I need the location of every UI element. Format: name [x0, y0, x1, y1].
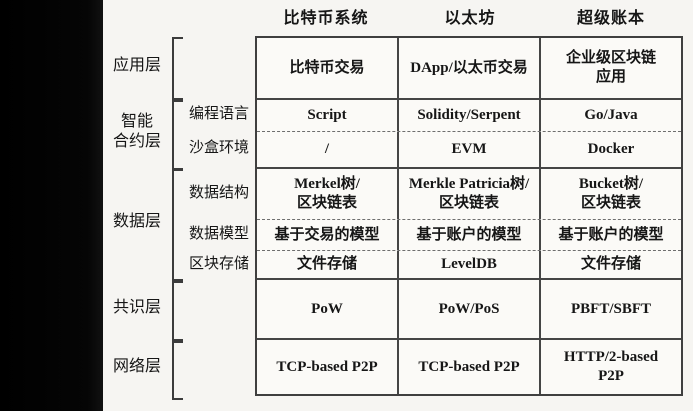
column-title-ethereum: 以太坊 [444, 10, 496, 27]
table-row: PoW PoW/PoS PBFT/SBFT [257, 280, 681, 340]
cell-consensus-bitcoin: PoW [257, 280, 399, 338]
bracket-data-layer [172, 169, 183, 281]
cell-network-hyperledger: HTTP/2-based P2P [563, 349, 659, 384]
layer-label-data: 数据层 [112, 213, 161, 230]
column-title-bitcoin: 比特币系统 [283, 10, 369, 27]
table-row: 基于交易的模型 基于账户的模型 基于账户的模型 [257, 220, 681, 251]
cell-sandbox-ethereum: EVM [399, 132, 541, 167]
cell-model-bitcoin: 基于交易的模型 [257, 220, 399, 250]
cell-model-ethereum: 基于账户的模型 [399, 220, 541, 250]
layer-label-consensus: 共识层 [112, 299, 161, 316]
cell-network-bitcoin: TCP-based P2P [257, 340, 399, 394]
bracket-smart-contract-layer [172, 100, 183, 170]
table-row: TCP-based P2P TCP-based P2P HTTP/2-based… [257, 340, 681, 394]
table-row: / EVM Docker [257, 132, 681, 169]
sublabel-data-structure: 数据结构 [188, 185, 249, 201]
sublabel-programming-language: 编程语言 [188, 106, 249, 122]
cell-language-ethereum: Solidity/Serpent [399, 100, 541, 131]
cell-storage-hyperledger: 文件存储 [580, 256, 641, 273]
cell-language-hyperledger: Go/Java [584, 107, 638, 124]
sublabel-data-model: 数据模型 [188, 226, 249, 242]
bracket-consensus-layer [172, 281, 183, 341]
cell-consensus-ethereum: PoW/PoS [399, 280, 541, 338]
bracket-network-layer [172, 341, 183, 400]
cell-structure-bitcoin: Merkel树/ 区块链表 [257, 169, 399, 219]
layer-label-network: 网络层 [112, 358, 161, 375]
cell-application-ethereum: DApp/以太币交易 [399, 38, 541, 98]
sublabel-block-storage: 区块存储 [188, 256, 249, 272]
cell-language-bitcoin: Script [257, 100, 399, 131]
table-row: Merkel树/ 区块链表 Merkle Patricia树/ 区块链表 Buc… [257, 169, 681, 220]
cell-application-hyperledger: 企业级区块链 应用 [565, 50, 656, 85]
cell-sandbox-hyperledger: Docker [587, 141, 635, 158]
cell-storage-ethereum: LevelDB [399, 251, 541, 278]
bracket-application-layer [172, 37, 183, 100]
cell-network-ethereum: TCP-based P2P [399, 340, 541, 394]
layer-label-smart-contract: 智能 合约层 [112, 113, 161, 150]
column-title-hyperledger: 超级账本 [576, 10, 645, 27]
cell-structure-ethereum: Merkle Patricia树/ 区块链表 [399, 169, 541, 219]
table-row: 比特币交易 DApp/以太币交易 企业级区块链 应用 [257, 38, 681, 100]
cell-sandbox-bitcoin: / [257, 132, 399, 167]
table-row: Script Solidity/Serpent Go/Java [257, 100, 681, 132]
cell-consensus-hyperledger: PBFT/SBFT [570, 300, 652, 317]
cell-application-bitcoin: 比特币交易 [257, 38, 399, 98]
comparison-table: 比特币交易 DApp/以太币交易 企业级区块链 应用 Script Solidi… [255, 36, 683, 396]
layer-label-application: 应用层 [112, 57, 161, 74]
cell-structure-hyperledger: Bucket树/ 区块链表 [578, 176, 644, 211]
table-row: 文件存储 LevelDB 文件存储 [257, 251, 681, 280]
letterbox-band [0, 0, 103, 411]
sublabel-sandbox-environment: 沙盒环境 [188, 140, 249, 156]
cell-model-hyperledger: 基于账户的模型 [558, 226, 664, 243]
cell-storage-bitcoin: 文件存储 [257, 251, 399, 278]
